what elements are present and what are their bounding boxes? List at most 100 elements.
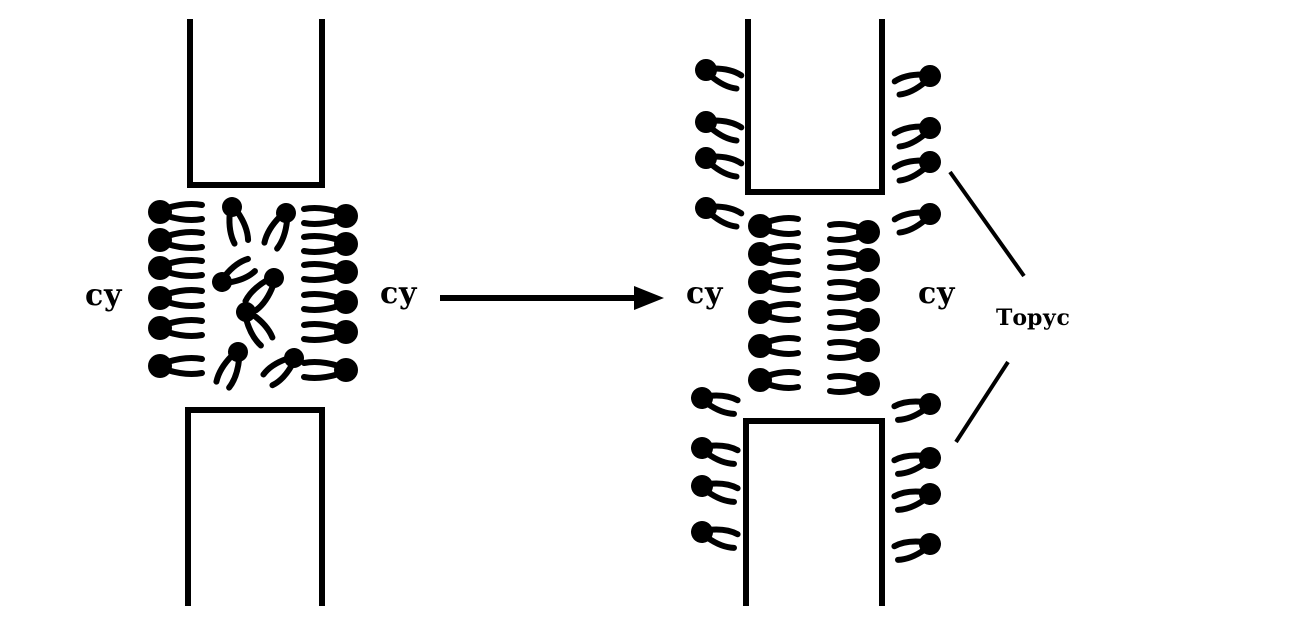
lipid-tail (164, 317, 205, 327)
lipid-tail (896, 217, 929, 236)
lipid-tail (896, 131, 929, 150)
lipid-molecule (691, 521, 741, 551)
lipid-molecule (148, 200, 205, 224)
transition-arrow (440, 286, 664, 310)
lipid-tail (164, 241, 205, 251)
lipid-molecule (148, 286, 205, 310)
lipid-molecule (242, 268, 284, 314)
lipid-head (691, 437, 713, 459)
lipid-tail (226, 210, 238, 247)
lipid-molecule (827, 372, 880, 396)
label-left-outer: су (85, 278, 122, 313)
lipid-tail (707, 73, 740, 92)
lipid-head (919, 533, 941, 555)
lipid-molecule (748, 334, 801, 358)
lipid-head (748, 270, 772, 294)
lipid-tail (301, 303, 342, 313)
lipid-tail (704, 534, 737, 551)
lipid-head (856, 248, 880, 272)
lipid-molecule (891, 533, 941, 563)
lipid-tail (707, 211, 740, 230)
lipid-head (919, 151, 941, 173)
lipid-tail (827, 233, 864, 243)
lipid-tail (891, 488, 926, 500)
lipid-tail (764, 381, 801, 391)
lipid-head (748, 242, 772, 266)
lipid-head (148, 228, 172, 252)
lipid-tail (895, 406, 928, 423)
lipid-tail (764, 255, 801, 265)
label-left-inner: су (380, 276, 417, 311)
lipid-head (222, 197, 242, 217)
lipid-tail (164, 201, 205, 211)
lipid-molecule (691, 475, 741, 505)
lipid-head (919, 393, 941, 415)
lipid-tail (274, 217, 291, 252)
lipid-molecule (827, 338, 880, 362)
lipid-tail (764, 369, 801, 379)
lipid-molecule (748, 270, 801, 294)
lipid-tail (253, 282, 277, 314)
lipid-head (695, 197, 717, 219)
lipid-tail (764, 301, 801, 311)
lipid-tail (707, 161, 740, 180)
lipid-tail (301, 321, 342, 331)
lipid-molecule (301, 204, 358, 228)
lipid-head (148, 286, 172, 310)
lipid-tail (710, 65, 745, 79)
left-lower-wall (185, 407, 325, 606)
lipid-molecule (891, 117, 941, 150)
lipid-tail (704, 400, 737, 417)
lipid-tail (895, 546, 928, 563)
lipid-molecule (236, 302, 276, 349)
lipid-tail (249, 311, 276, 341)
lipid-molecule (748, 242, 801, 266)
lipid-tail (707, 125, 740, 144)
arrow-head (634, 286, 664, 310)
lipid-tail (301, 359, 342, 369)
lipid-molecule (148, 316, 205, 340)
lipid-head (691, 521, 713, 543)
lipid-tail (164, 329, 205, 339)
lipid-head (264, 268, 284, 288)
lipid-molecule (148, 256, 205, 280)
lipid-head (856, 220, 880, 244)
lipid-tail (895, 460, 928, 477)
lipid-head (748, 300, 772, 324)
lipid-molecule (148, 228, 205, 252)
lipid-tail (164, 257, 205, 267)
lipid-molecule (891, 447, 941, 477)
right-channel (743, 19, 885, 606)
lipid-head (148, 316, 172, 340)
lipid-tail (827, 321, 864, 331)
lipid-tail (164, 213, 205, 223)
lipid-molecule (301, 358, 358, 382)
lipid-head (748, 214, 772, 238)
lipid-tail (764, 271, 801, 281)
lipid-head (748, 368, 772, 392)
lipid-tail (164, 287, 205, 297)
lipid-tail (764, 335, 801, 345)
lipid-head (284, 348, 304, 368)
lipid-tail (301, 205, 342, 215)
lipid-tail (827, 373, 864, 383)
lipid-head (856, 372, 880, 396)
lipid-tail (706, 392, 741, 404)
lipid-head (856, 338, 880, 362)
lipid-tail (891, 398, 926, 410)
lipid-molecule (748, 300, 801, 324)
lipid-molecule (260, 348, 304, 389)
lipid-molecule (748, 368, 801, 392)
right-upper-wall (745, 19, 885, 195)
lipid-tail (764, 347, 801, 357)
lipid-tail (891, 452, 926, 464)
lipid-head (695, 147, 717, 169)
lipid-tail (706, 442, 741, 454)
lipid-tail (827, 291, 864, 301)
lipid-tail (827, 279, 864, 289)
lipid-tail (764, 283, 801, 293)
lipid-tail (301, 333, 342, 343)
lipid-head (691, 475, 713, 497)
lipid-molecule (691, 437, 741, 467)
